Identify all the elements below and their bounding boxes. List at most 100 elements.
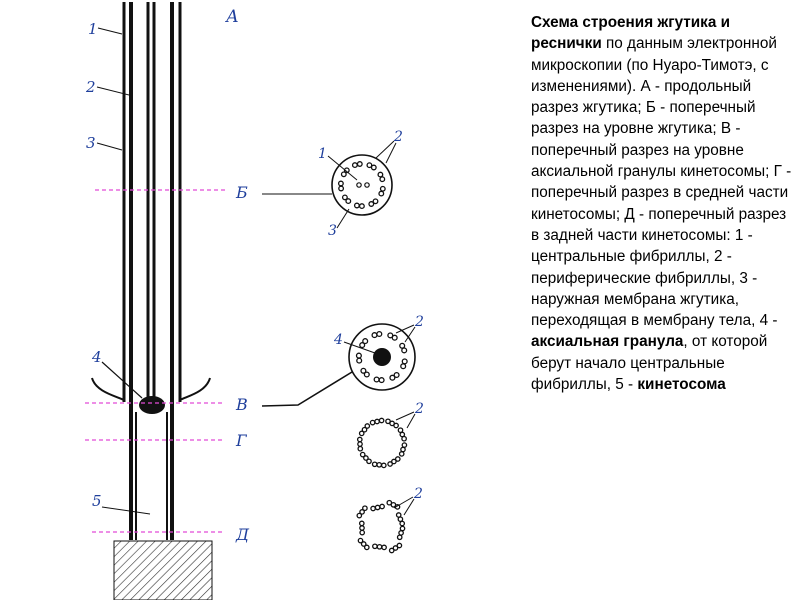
leader-v-4	[343, 341, 376, 354]
tubule	[369, 419, 376, 426]
panel-label-d: Д	[235, 525, 250, 544]
number-label-2: 2	[85, 78, 96, 96]
cross-section-d: 2	[356, 486, 423, 554]
tubule	[389, 374, 396, 381]
leader-b-1	[327, 155, 358, 181]
flagellum-diagram: А 1 2 3 4 5 Б В Г Д 1 2 3 4	[85, 2, 424, 600]
section-level-lines	[85, 189, 225, 533]
tubule	[391, 458, 397, 465]
tubule	[376, 543, 383, 550]
tubule	[396, 542, 403, 549]
tubule	[377, 171, 384, 178]
tubule	[398, 530, 404, 536]
caption-part: аксиальная гранула	[531, 333, 684, 351]
panel-label-g: Г	[235, 431, 248, 450]
tubule	[378, 377, 385, 384]
panel-label-v: В	[235, 395, 248, 414]
section-d-label-2: 2	[413, 486, 423, 502]
tubule	[370, 164, 377, 171]
tubule	[371, 332, 378, 339]
tubule	[366, 162, 373, 169]
peripheral-doublets-v	[355, 330, 408, 384]
tubule	[357, 445, 364, 452]
body-membrane-right	[179, 377, 211, 401]
tubule	[363, 371, 370, 378]
tubule	[394, 456, 401, 462]
number-label-1: 1	[88, 20, 98, 38]
leader-v-2a	[395, 324, 415, 334]
tubule	[362, 505, 368, 512]
tubule	[360, 541, 367, 547]
tubule	[359, 342, 366, 349]
caption-part: по данным электронной микроскопии (по Ну…	[531, 35, 792, 330]
tubule	[364, 423, 371, 429]
longitudinal-section	[91, 2, 213, 600]
tubule	[391, 334, 398, 341]
leader-d-2a	[393, 496, 414, 509]
tubule	[359, 509, 365, 515]
section-g-label-2: 2	[414, 401, 424, 417]
tubule	[363, 455, 369, 461]
tubule	[356, 357, 363, 364]
central-fibril-b2	[364, 182, 370, 188]
peripheral-doublets-b	[337, 161, 386, 210]
tubule	[378, 190, 385, 197]
tubule	[345, 198, 352, 205]
tubule	[341, 194, 348, 201]
body-membrane-left	[91, 377, 125, 401]
tubule	[360, 367, 367, 374]
tubule	[401, 435, 407, 442]
tubule	[355, 352, 362, 359]
tubule	[379, 185, 386, 192]
leader-d-2b	[403, 498, 415, 516]
cross-section-v: 4 2	[261, 314, 424, 407]
tubule	[401, 358, 408, 365]
tubule	[359, 529, 366, 536]
caption-part: кинетосома	[637, 376, 726, 394]
tubule	[337, 180, 344, 187]
tubule	[376, 330, 383, 338]
tubule	[399, 520, 406, 527]
cell-body-hatch	[113, 540, 213, 600]
tubule	[356, 436, 363, 443]
central-fibril-b1	[356, 182, 362, 188]
leader-g-2a	[395, 411, 415, 421]
tubule	[358, 430, 365, 437]
tubule	[401, 442, 408, 448]
tubule	[373, 376, 380, 383]
panel-label-b: Б	[235, 183, 248, 202]
caption-part: Схема строения жгутика и реснички	[531, 14, 730, 53]
tubule	[393, 422, 399, 429]
tubule	[381, 544, 387, 551]
tubule	[353, 202, 360, 209]
tubule	[387, 461, 393, 467]
tubule	[359, 525, 365, 531]
peripheral-triplets-g	[356, 417, 408, 469]
longitudinal-labels: А 1 2 3 4 5	[85, 7, 239, 515]
cross-section-g: 2	[356, 401, 424, 469]
axial-granule-section	[373, 348, 391, 366]
section-b-label-2: 2	[393, 129, 403, 145]
tubule	[340, 171, 347, 178]
membrane-b	[331, 154, 393, 216]
leader-2	[96, 86, 130, 96]
leader-1	[97, 27, 123, 35]
tubule	[393, 371, 400, 379]
tubule	[380, 462, 387, 469]
tubule	[362, 338, 369, 345]
tubule	[399, 525, 406, 532]
tubule	[372, 543, 378, 550]
tubule	[358, 520, 365, 527]
panel-label-a: А	[225, 7, 239, 27]
leader-b-2b	[385, 142, 397, 164]
tubule	[400, 446, 406, 453]
tubule	[374, 418, 380, 425]
tubule	[368, 201, 375, 207]
section-v-label-4: 4	[333, 332, 343, 348]
caption-part: , от которой берут начало центральные фи…	[531, 333, 768, 394]
tubule	[351, 162, 358, 169]
tubule	[370, 505, 376, 512]
tubule	[400, 363, 407, 370]
leader-g-2b	[406, 413, 416, 429]
tubule	[398, 451, 405, 457]
